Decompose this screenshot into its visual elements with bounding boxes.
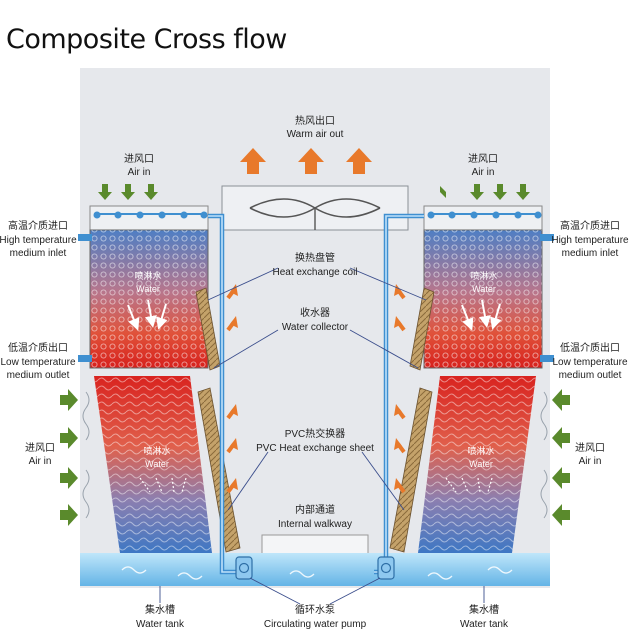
air-in-side-left-cn: 进风口 bbox=[25, 442, 55, 454]
circulating-pump-left bbox=[236, 557, 252, 579]
water-collector-cn: 收水器 bbox=[300, 306, 330, 319]
fill-spray-right-cn: 喷淋水 bbox=[467, 445, 494, 456]
low-temp-right-cn: 低温介质出口 bbox=[560, 341, 620, 354]
fill-spray-left-cn: 喷淋水 bbox=[143, 445, 170, 456]
fill-spray-left-en: Water bbox=[145, 459, 169, 469]
fan-housing bbox=[222, 186, 408, 230]
internal-walkway-cn: 内部通道 bbox=[295, 503, 335, 516]
water-collector-en: Water collector bbox=[282, 322, 349, 333]
heat-exchange-coil-cn: 换热盘管 bbox=[295, 251, 335, 264]
low-temp-right-en1: Low temperature bbox=[552, 357, 627, 368]
low-temp-left-cn: 低温介质出口 bbox=[8, 341, 68, 354]
water-tank-left-en: Water tank bbox=[136, 619, 185, 630]
heat-exchange-coil-en: Heat exchange coil bbox=[272, 267, 357, 278]
air-in-top-right-en: Air in bbox=[472, 167, 495, 178]
high-temp-left-cn: 高温介质进口 bbox=[8, 219, 68, 232]
low-temp-left-en2: medium outlet bbox=[7, 370, 70, 381]
internal-walkway-en: Internal walkway bbox=[278, 519, 352, 530]
water-tank-left-cn: 集水槽 bbox=[145, 603, 175, 616]
air-in-top-left-en: Air in bbox=[128, 167, 151, 178]
high-temp-left-en1: High temperature bbox=[0, 235, 77, 246]
air-in-side-left-en: Air in bbox=[29, 456, 52, 467]
air-in-top-right-cn: 进风口 bbox=[468, 153, 498, 165]
pvc-sheet-cn: PVC热交换器 bbox=[285, 427, 346, 440]
low-temp-right-en2: medium outlet bbox=[559, 370, 622, 381]
air-in-side-right-en: Air in bbox=[579, 456, 602, 467]
low-temp-left-en1: Low temperature bbox=[0, 357, 75, 368]
high-temp-right-cn: 高温介质进口 bbox=[560, 219, 620, 232]
high-temp-left-en2: medium inlet bbox=[10, 248, 67, 259]
air-in-side-right-cn: 进风口 bbox=[575, 442, 605, 454]
warm-air-label-en: Warm air out bbox=[287, 129, 344, 140]
air-in-top-left-cn: 进风口 bbox=[124, 153, 154, 165]
warm-air-label-cn: 热风出口 bbox=[295, 114, 335, 127]
pvc-sheet-en: PVC Heat exchange sheet bbox=[256, 443, 374, 454]
coil-spray-right-en: Water bbox=[472, 284, 496, 294]
high-temp-right-en2: medium inlet bbox=[562, 248, 619, 259]
pump-label-en: Circulating water pump bbox=[264, 619, 367, 630]
coil-spray-left-en: Water bbox=[136, 284, 160, 294]
coil-spray-left-cn: 喷淋水 bbox=[134, 270, 161, 281]
high-temp-right-en1: High temperature bbox=[551, 235, 629, 246]
circulating-pump-right bbox=[378, 557, 394, 579]
water-tank-right-cn: 集水槽 bbox=[469, 603, 499, 616]
fill-spray-right-en: Water bbox=[469, 459, 493, 469]
coil-spray-right-cn: 喷淋水 bbox=[470, 270, 497, 281]
pump-label-cn: 循环水泵 bbox=[295, 603, 335, 616]
water-tank-right-en: Water tank bbox=[460, 619, 509, 630]
water-tank bbox=[80, 553, 550, 586]
